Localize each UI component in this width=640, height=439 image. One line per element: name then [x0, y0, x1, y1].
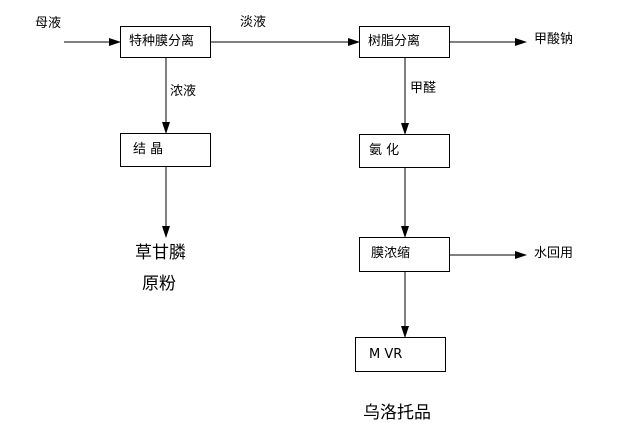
sodium-formate-label: 甲酸钠 — [534, 32, 574, 47]
resin-separation-box: 树脂分离 — [359, 26, 450, 58]
crystallization-box: 结 晶 — [120, 133, 211, 167]
membrane-concentration-box: 膜浓缩 — [359, 237, 450, 272]
urotropine-label: 乌洛托品 — [363, 403, 431, 423]
formaldehyde-label: 甲醛 — [410, 81, 437, 96]
resin-separation-label: 树脂分离 — [368, 34, 421, 49]
special-membrane-box: 特种膜分离 — [120, 26, 211, 58]
concentrated-liquid-label: 浓液 — [170, 84, 197, 99]
glyphosate-form-label: 原粉 — [142, 274, 176, 294]
membrane-concentration-label: 膜浓缩 — [371, 246, 411, 261]
glyphosate-label: 草甘膦 — [135, 243, 186, 263]
crystallization-label: 结 晶 — [133, 142, 164, 157]
special-membrane-label: 特种膜分离 — [129, 34, 195, 49]
dilute-liquid-label: 淡液 — [240, 15, 267, 30]
mvr-label: M VR — [369, 347, 403, 362]
mother-liquor-label: 母液 — [35, 16, 62, 31]
ammoniation-box: 氨 化 — [359, 134, 450, 168]
ammoniation-label: 氨 化 — [369, 143, 400, 158]
water-reuse-label: 水回用 — [534, 246, 574, 261]
mvr-box: M VR — [355, 337, 446, 372]
